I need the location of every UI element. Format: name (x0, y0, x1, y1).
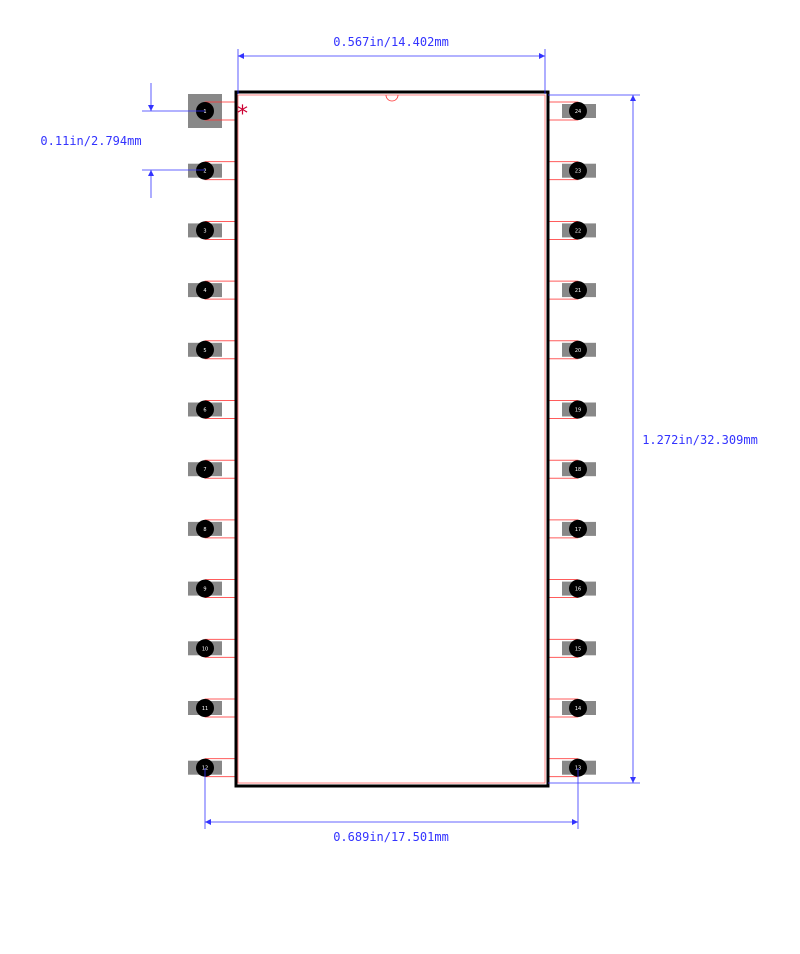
pin-11: 11 (188, 698, 237, 718)
pin-3: 3 (188, 220, 237, 240)
pin-dot (196, 161, 214, 180)
pin-dot (196, 758, 214, 777)
pin-number: 16 (575, 587, 581, 593)
left-pin-column: 123456789101112 (188, 94, 237, 778)
pin-20: 20 (547, 340, 596, 360)
pin-dot (196, 519, 214, 538)
pin-number: 7 (203, 467, 206, 473)
body-width-label: 0.567in/14.402mm (333, 35, 449, 49)
pin-number: 4 (203, 288, 206, 294)
pin-number: 20 (575, 348, 581, 354)
pin-4: 4 (188, 280, 237, 300)
pin-17: 17 (547, 519, 596, 539)
pin-23: 23 (547, 161, 596, 181)
pin-number: 23 (575, 169, 581, 175)
pin-10: 10 (188, 638, 237, 658)
pin-number: 18 (575, 467, 581, 473)
pin-dot (196, 460, 214, 479)
pin-dot (196, 340, 214, 359)
pin-21: 21 (547, 280, 596, 300)
pin-8: 8 (188, 519, 237, 539)
lead-span-dimension: 0.689in/17.501mm (204, 768, 579, 844)
pin-19: 19 (547, 400, 596, 419)
pin-16: 16 (547, 579, 596, 598)
pin-dot (569, 281, 587, 300)
pin-number: 2 (203, 169, 206, 175)
pin-dot (196, 699, 214, 717)
component-body-outline (234, 90, 550, 788)
pin-number: 11 (202, 706, 208, 712)
pin-2: 2 (188, 161, 237, 181)
pin-dot (569, 758, 587, 777)
pin-number: 1 (203, 109, 206, 115)
pin1-marker: * (237, 102, 248, 127)
pin-pitch-label: 0.11in/2.794mm (40, 134, 141, 148)
pin-22: 22 (547, 220, 596, 240)
pin-number: 21 (575, 288, 581, 294)
lead-span-label: 0.689in/17.501mm (333, 830, 449, 844)
pin-number: 8 (203, 527, 206, 533)
pin-pitch-dimension: 0.11in/2.794mm (40, 83, 205, 198)
pin-number: 6 (203, 408, 206, 414)
body-height-label: 1.272in/32.309mm (642, 433, 758, 447)
pin-dot (569, 639, 587, 658)
pin-dot (196, 400, 214, 419)
right-pin-column: 24 23 22 21 20 19 18 17 16 15 14 13 (547, 101, 596, 778)
pin-dot (569, 519, 587, 538)
pin-6: 6 (188, 400, 237, 419)
pin-9: 9 (188, 579, 237, 598)
pin-dot (569, 460, 587, 479)
pin-number: 3 (203, 228, 206, 234)
pin-7: 7 (188, 459, 237, 479)
pin-dot (196, 281, 214, 300)
pin-18: 18 (547, 459, 596, 479)
pin-number: 19 (575, 408, 581, 414)
pin-dot (569, 400, 587, 419)
body-height-dimension: 1.272in/32.309mm (548, 94, 758, 784)
pin-number: 10 (202, 646, 208, 652)
pin-number: 24 (575, 109, 581, 115)
pin-number: 17 (575, 527, 581, 533)
pin-dot (569, 102, 587, 120)
orientation-notch (385, 94, 399, 102)
body-width-dimension: 0.567in/14.402mm (237, 35, 546, 94)
pin-dot (569, 699, 587, 717)
pin-dot (196, 221, 214, 240)
pin-dot (569, 579, 587, 598)
pin-number: 22 (575, 228, 581, 234)
pin-dot (569, 340, 587, 359)
pin-15: 15 (547, 638, 596, 658)
pin-dot (196, 639, 214, 658)
pin-24: 24 (547, 101, 596, 121)
pin-13: 13 (547, 758, 596, 778)
pin-14: 14 (547, 698, 596, 718)
pin-12: 12 (188, 758, 237, 778)
courtyard-outline (237, 94, 546, 784)
pin-number: 15 (575, 646, 581, 652)
pin-dot (569, 161, 587, 180)
pin-dot (569, 221, 587, 240)
pin-dot (196, 579, 214, 598)
pin-5: 5 (188, 340, 237, 360)
pin-number: 5 (203, 348, 206, 354)
pin-number: 9 (203, 587, 206, 593)
pin-number: 14 (575, 706, 581, 712)
